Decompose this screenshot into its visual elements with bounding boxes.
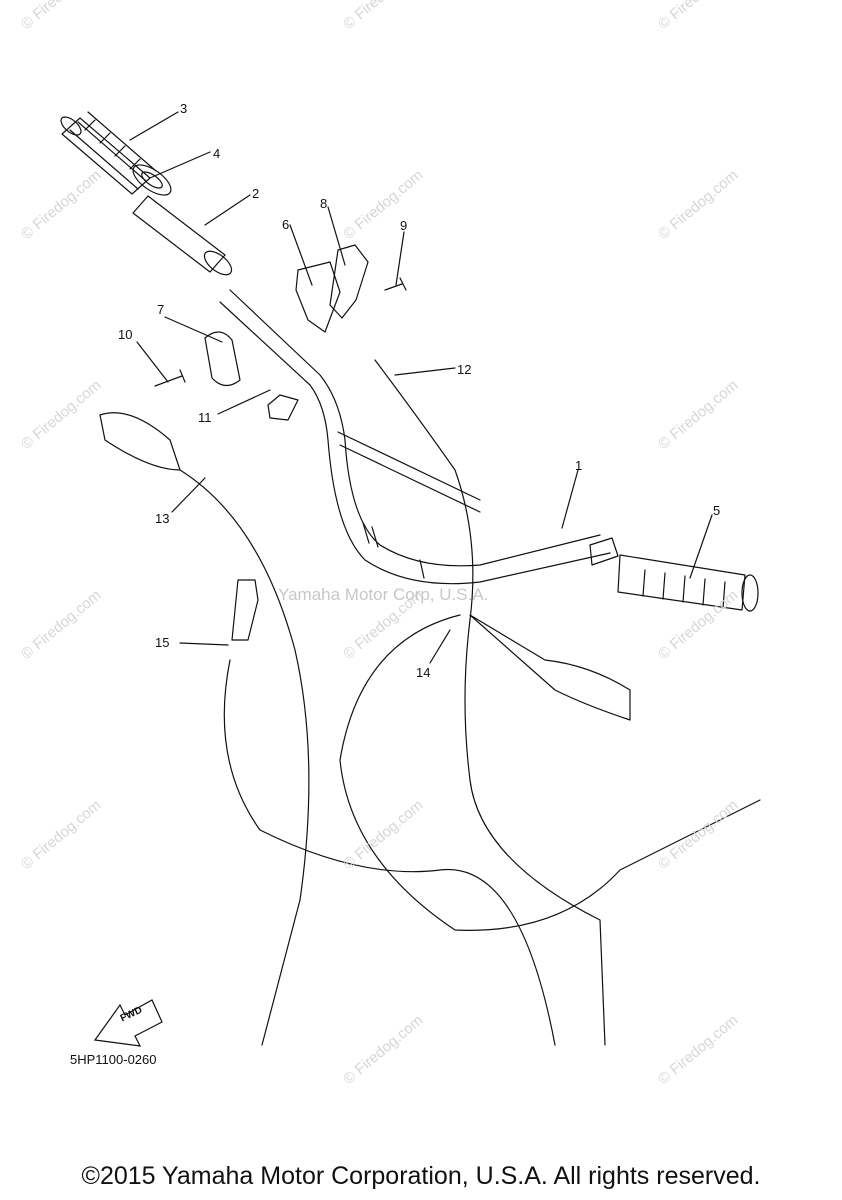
grip-ring (132, 164, 172, 196)
center-watermark: Yamaha Motor Corp, U.S.A. (278, 585, 489, 604)
brake-cable (339, 614, 761, 931)
callout-8: 8 (320, 196, 328, 211)
throttle-housing (204, 331, 241, 387)
callout-12: 12 (457, 362, 472, 377)
brake-lever (469, 614, 631, 721)
throttle-tube (132, 195, 233, 276)
bolt-10 (154, 369, 186, 387)
choke-cable (223, 659, 556, 1046)
callout-14: 14 (416, 665, 431, 680)
clamp-upper (295, 261, 341, 333)
fwd-arrow-icon (93, 999, 163, 1047)
cover-plate (329, 244, 369, 319)
choke-knob (231, 579, 259, 641)
callout-3: 3 (180, 101, 188, 116)
callout-13: 13 (155, 511, 170, 526)
bolt-9 (384, 277, 407, 291)
figure-code: 5HP1100-0260 (70, 1052, 157, 1067)
handlebar (219, 289, 611, 585)
callout-4: 4 (213, 146, 221, 161)
callout-10: 10 (118, 327, 133, 342)
callout-6: 6 (282, 217, 290, 232)
callout-9: 9 (400, 218, 408, 233)
callout-2: 2 (252, 186, 260, 201)
copyright-notice: ©2015 Yamaha Motor Corporation, U.S.A. A… (81, 1162, 761, 1190)
clutch-lever (99, 412, 181, 471)
grip-left (60, 111, 157, 195)
callout-7: 7 (157, 302, 165, 317)
grip-right (617, 554, 759, 612)
throttle-cable (374, 359, 606, 1046)
clutch-cable (179, 469, 310, 1046)
callout-11: 11 (198, 410, 212, 425)
clamp-lower (267, 394, 299, 421)
callout-1: 1 (575, 458, 583, 473)
callout-5: 5 (713, 503, 721, 518)
callout-15: 15 (155, 635, 170, 650)
